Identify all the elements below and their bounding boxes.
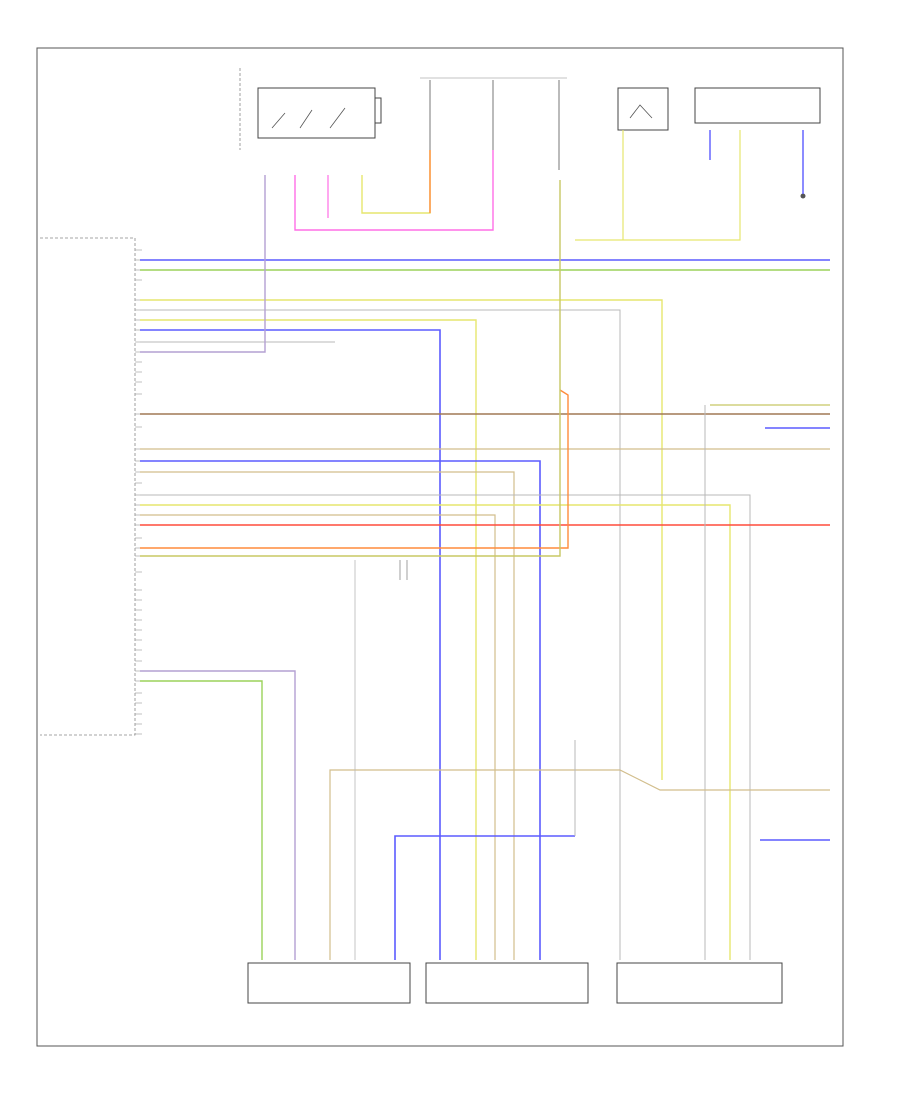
diagram-frame: [36, 47, 844, 1047]
wire-yellow-top: [361, 150, 431, 214]
wire-green-2: [140, 680, 263, 960]
actuator-middle: [425, 962, 589, 1004]
wire-violet-1: [140, 175, 266, 353]
wire-tan-2: [140, 471, 515, 960]
actuator-left: [247, 962, 411, 1004]
wire-gray-3: [140, 494, 751, 960]
relay-top-right: [617, 87, 669, 131]
wire-yellow-3: [140, 504, 731, 960]
wire-yellow-1: [140, 299, 663, 780]
wire-yellow-4: [575, 130, 741, 241]
module-top-right: [694, 87, 821, 199]
wire-orange-1: [140, 389, 569, 549]
wipe-switch-component: [239, 68, 382, 150]
wire-layer: [140, 130, 830, 960]
wire-blue-7: [394, 835, 575, 960]
left-control-module: [40, 237, 142, 736]
wire-pink-1: [294, 150, 494, 231]
wire-gray-1: [140, 309, 621, 960]
wire-violet-2: [140, 670, 296, 960]
wire-yellow-2: [140, 319, 477, 960]
wire-blue-3: [140, 460, 541, 960]
wire-blue-2: [140, 329, 441, 960]
wire-tan-4: [329, 769, 830, 960]
actuator-right: [616, 962, 783, 1004]
wire-tan-3: [140, 514, 496, 960]
left-module-pin-labels: [135, 249, 142, 735]
wire-olive-1: [140, 180, 561, 557]
fuse-columns: [420, 77, 567, 170]
